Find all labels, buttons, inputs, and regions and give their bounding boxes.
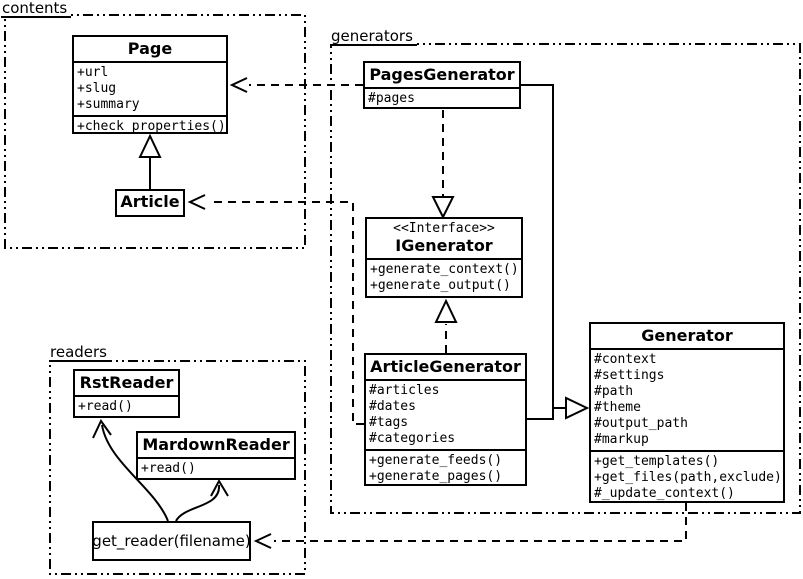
class-methods-rstreader: +read() (75, 395, 178, 417)
class-methods-igenerator: +generate_context() +generate_output() (367, 258, 521, 296)
class-box-page: Page +url +slug +summary +check_properti… (72, 35, 228, 134)
method: +check_properties() (77, 119, 226, 134)
class-name-igenerator: IGenerator (395, 236, 493, 255)
attribute: #pages (368, 91, 415, 106)
method: +get_templates() (594, 454, 720, 469)
attribute: #settings (594, 368, 665, 383)
class-title-igenerator: <<Interface>> IGenerator (367, 219, 521, 258)
class-title-mardownreader: MardownReader (142, 435, 290, 454)
function-label-get-reader: get_reader(filename) (92, 532, 251, 550)
method: +generate_pages() (369, 469, 503, 484)
package-border-contents (4, 14, 306, 249)
attribute: #path (594, 384, 634, 399)
attribute: +url (77, 65, 109, 80)
class-title-page: Page (127, 39, 173, 58)
class-box-igenerator: <<Interface>> IGenerator +generate_conte… (365, 217, 523, 298)
attribute: #markup (594, 432, 649, 447)
attribute: #output_path (594, 416, 688, 431)
class-title-pagesgenerator: PagesGenerator (369, 65, 515, 84)
method: +get_files(path,exclude) (594, 470, 782, 485)
class-methods-page: +check_properties() (74, 115, 226, 137)
class-attributes-pagesgenerator: #pages (365, 87, 519, 109)
package-label-readers: readers (49, 345, 111, 362)
method: +generate_output() (370, 278, 511, 293)
package-label-generators: generators (330, 29, 417, 46)
class-attributes-page: +url +slug +summary (74, 61, 226, 115)
attribute: #categories (369, 431, 456, 446)
class-box-pagesgenerator: PagesGenerator #pages (363, 61, 521, 109)
attribute: #tags (369, 415, 409, 430)
class-attributes-generator: #context #settings #path #theme #output_… (591, 348, 783, 450)
class-box-articlegenerator: ArticleGenerator #articles #dates #tags … (364, 353, 527, 486)
class-title-generator: Generator (641, 326, 733, 345)
method: +read() (78, 399, 133, 414)
attribute: #theme (594, 400, 641, 415)
class-stereotype-igenerator: <<Interface>> (393, 221, 495, 236)
class-box-rstreader: RstReader +read() (73, 369, 180, 418)
class-methods-generator: +get_templates() +get_files(path,exclude… (591, 450, 783, 504)
class-title-articlegenerator: ArticleGenerator (370, 357, 521, 376)
function-box-get-reader: get_reader(filename) (92, 521, 251, 561)
class-title-article: Article (120, 192, 180, 211)
class-title-rstreader: RstReader (79, 373, 174, 392)
class-box-article: Article (115, 189, 185, 217)
package-label-contents: contents (1, 1, 72, 18)
method: +generate_context() (370, 262, 519, 277)
attribute: #context (594, 352, 657, 367)
class-attributes-articlegenerator: #articles #dates #tags #categories (366, 379, 525, 449)
attribute: #articles (369, 383, 440, 398)
method: #_update_context() (594, 486, 735, 501)
class-box-generator: Generator #context #settings #path #them… (589, 322, 785, 503)
class-methods-articlegenerator: +generate_feeds() +generate_pages() (366, 449, 525, 487)
method: +generate_feeds() (369, 453, 503, 468)
method: +read() (141, 461, 196, 476)
attribute: +summary (77, 97, 140, 112)
attribute: +slug (77, 81, 117, 96)
class-box-mardownreader: MardownReader +read() (136, 431, 296, 480)
class-methods-mardownreader: +read() (138, 457, 294, 479)
attribute: #dates (369, 399, 416, 414)
